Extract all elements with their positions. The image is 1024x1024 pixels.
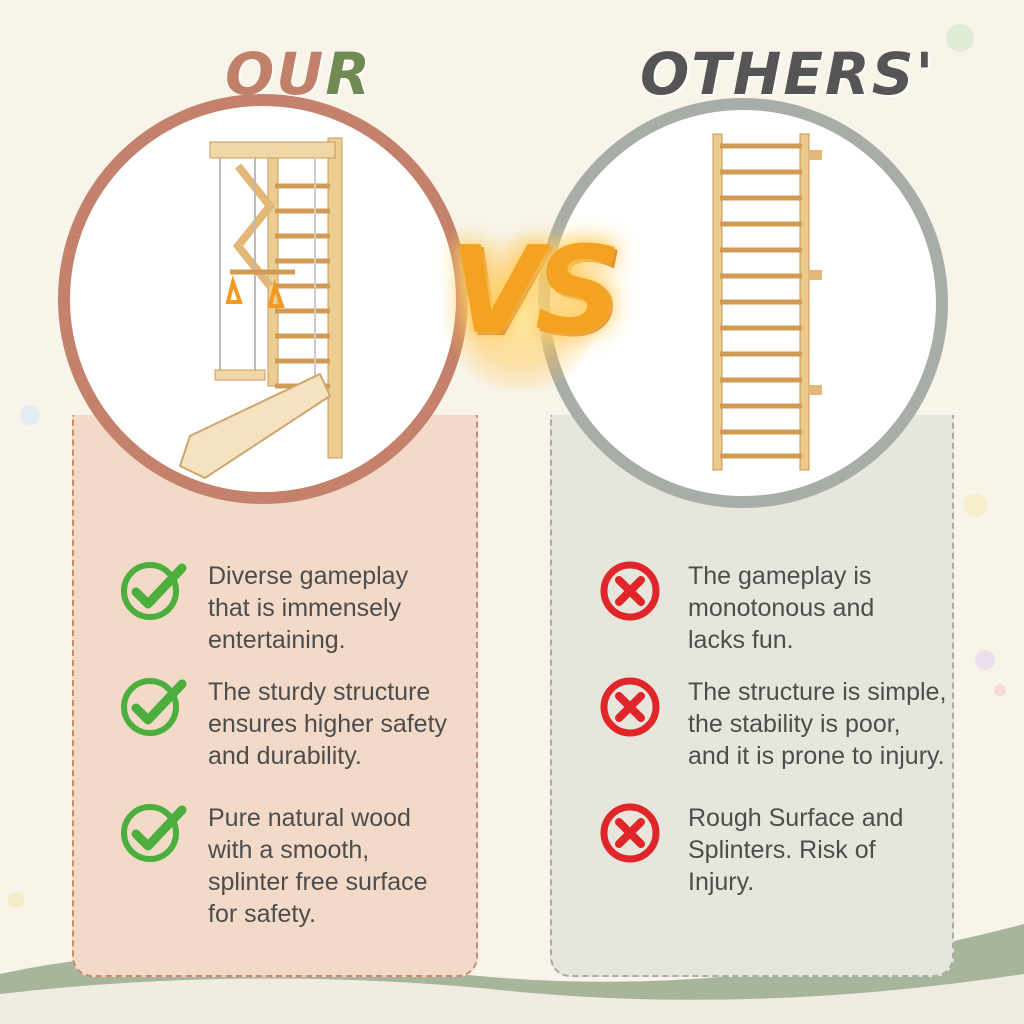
check-icon — [121, 804, 187, 862]
ground-wave — [0, 924, 1024, 1024]
feature-item: The structure is simple, the stability i… — [600, 676, 950, 802]
feature-item: The sturdy structure ensures higher safe… — [120, 676, 470, 802]
check-icon — [121, 562, 187, 620]
feature-item: Diverse gameplay that is immensely enter… — [120, 560, 470, 676]
wall-bars-illustration — [712, 133, 822, 471]
vs-label: VS — [450, 222, 621, 361]
others-product-circle — [538, 98, 948, 508]
cross-icon — [600, 677, 660, 737]
feature-text: The gameplay is monotonous and lacks fun… — [688, 562, 875, 654]
cross-icon — [600, 803, 660, 863]
check-icon — [121, 678, 187, 736]
our-panel — [72, 415, 478, 977]
feature-text: The sturdy structure ensures higher safe… — [208, 678, 448, 770]
feature-text: Diverse gameplay that is immensely enter… — [208, 562, 409, 654]
others-features-list: The gameplay is monotonous and lacks fun… — [600, 560, 950, 898]
versus-badge: VS — [440, 212, 621, 392]
others-heading: OTHERS' — [640, 40, 936, 108]
feature-item: The gameplay is monotonous and lacks fun… — [600, 560, 950, 676]
our-features-list: Diverse gameplay that is immensely enter… — [120, 560, 470, 930]
feature-text: Pure natural wood with a smooth, splinte… — [208, 804, 428, 928]
feature-item: Pure natural wood with a smooth, splinte… — [120, 802, 470, 930]
feature-item: Rough Surface and Splinters. Risk of Inj… — [600, 802, 950, 898]
fire-glow-icon — [440, 222, 600, 392]
cross-icon — [600, 561, 660, 621]
feature-text: The structure is simple, the stability i… — [688, 678, 947, 770]
climbing-frame-illustration — [178, 137, 343, 480]
our-heading-suffix: R — [325, 40, 373, 108]
feature-text: Rough Surface and Splinters. Risk of Inj… — [688, 804, 904, 896]
our-product-circle — [58, 94, 468, 504]
